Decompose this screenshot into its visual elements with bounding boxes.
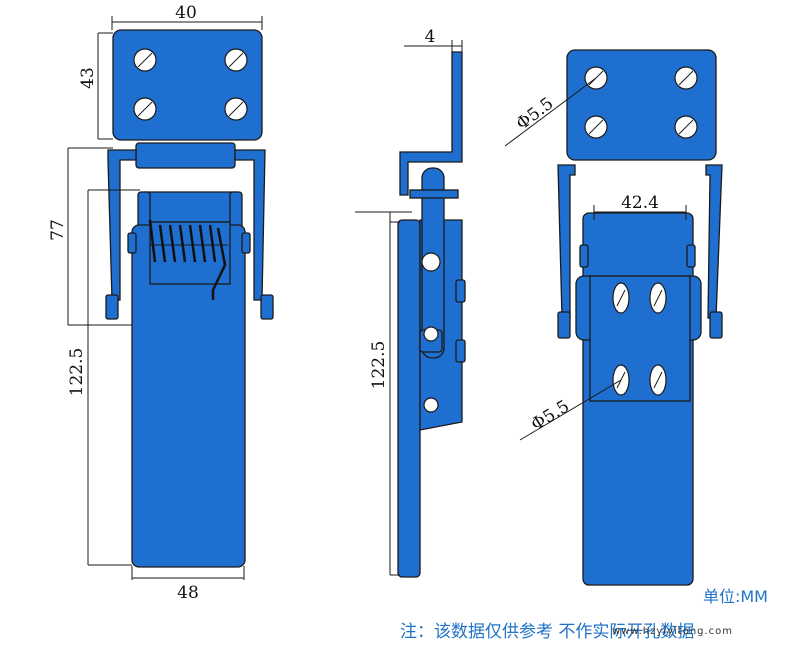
front-view: 40 43 77 122.5 48 bbox=[48, 3, 274, 603]
dim-right-lower-hole: Φ5.5 bbox=[528, 396, 573, 435]
watermark: www.hzyiyitong.com bbox=[612, 626, 734, 637]
front-spring-coil bbox=[148, 219, 228, 300]
side-view: 4 122.5 bbox=[355, 27, 466, 578]
side-lever-body bbox=[397, 219, 421, 578]
side-top-plate bbox=[399, 51, 463, 196]
unit-label: 单位:MM bbox=[702, 587, 768, 606]
right-view: Φ5.5 42.4 Φ5.5 bbox=[504, 49, 723, 586]
dim-front-middle-height: 77 bbox=[48, 219, 68, 241]
front-hinge bbox=[135, 142, 236, 169]
right-slot-holes bbox=[612, 282, 667, 396]
dim-front-bottom-width: 48 bbox=[177, 583, 199, 603]
front-top-holes bbox=[133, 48, 248, 121]
dim-side-lower-height: 122.5 bbox=[369, 341, 389, 390]
dim-right-width: 42.4 bbox=[621, 193, 659, 213]
disclaimer-note: 注：该数据仅供参考 不作实际开孔数据 bbox=[400, 622, 695, 642]
front-wire-bail bbox=[107, 149, 137, 301]
dim-front-lower-height: 122.5 bbox=[67, 348, 87, 397]
front-top-plate bbox=[112, 29, 263, 141]
dim-side-thickness: 4 bbox=[425, 27, 436, 47]
dim-front-top-width: 40 bbox=[175, 3, 197, 23]
dim-right-top-hole: Φ5.5 bbox=[513, 94, 558, 135]
right-top-plate bbox=[566, 49, 717, 161]
side-dimension-lines bbox=[355, 40, 463, 576]
front-dimension-lines bbox=[67, 16, 263, 580]
dim-front-top-height: 43 bbox=[78, 67, 98, 89]
right-wire-bail bbox=[557, 164, 576, 319]
right-dimension-lines bbox=[504, 77, 687, 441]
